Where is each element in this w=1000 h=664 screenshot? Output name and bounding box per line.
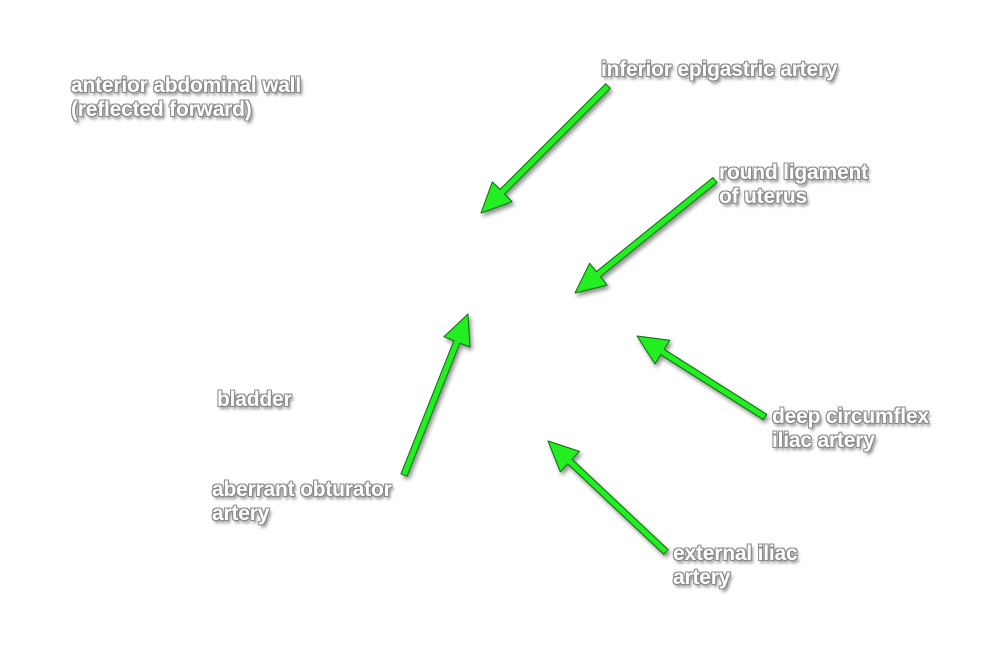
label-line: anterior abdominal wall (71, 74, 301, 97)
arrow-external-iliac-artery (547, 440, 669, 555)
label-line: artery (673, 566, 731, 589)
label-line: deep circumflex (772, 405, 929, 428)
arrow-deep-circumflex-iliac-artery (636, 335, 768, 421)
label-deep-circumflex-iliac-artery: deep circumflex iliac artery (772, 405, 929, 453)
arrow-round-ligament (574, 177, 718, 294)
label-line: round ligament (719, 161, 868, 184)
label-line: iliac artery (772, 429, 875, 452)
label-inferior-epigastric-artery: inferior epigastric artery (601, 58, 838, 82)
label-round-ligament: round ligament of uterus (719, 161, 868, 209)
label-line: aberrant obturator (212, 478, 392, 501)
label-bladder: bladder (217, 388, 292, 412)
label-line: artery (212, 502, 270, 525)
label-line: bladder (217, 388, 292, 411)
label-external-iliac-artery: external iliac artery (673, 542, 798, 590)
label-aberrant-obturator-artery: aberrant obturator artery (212, 478, 392, 526)
label-line: inferior epigastric artery (601, 58, 838, 81)
arrow-inferior-epigastric-artery (480, 83, 611, 214)
label-anterior-abdominal-wall: anterior abdominal wall (reflected forwa… (71, 74, 301, 122)
label-line: external iliac (673, 542, 798, 565)
label-line: of uterus (719, 185, 808, 208)
arrow-aberrant-obturator-artery (400, 313, 471, 477)
label-line: (reflected forward) (71, 98, 252, 121)
